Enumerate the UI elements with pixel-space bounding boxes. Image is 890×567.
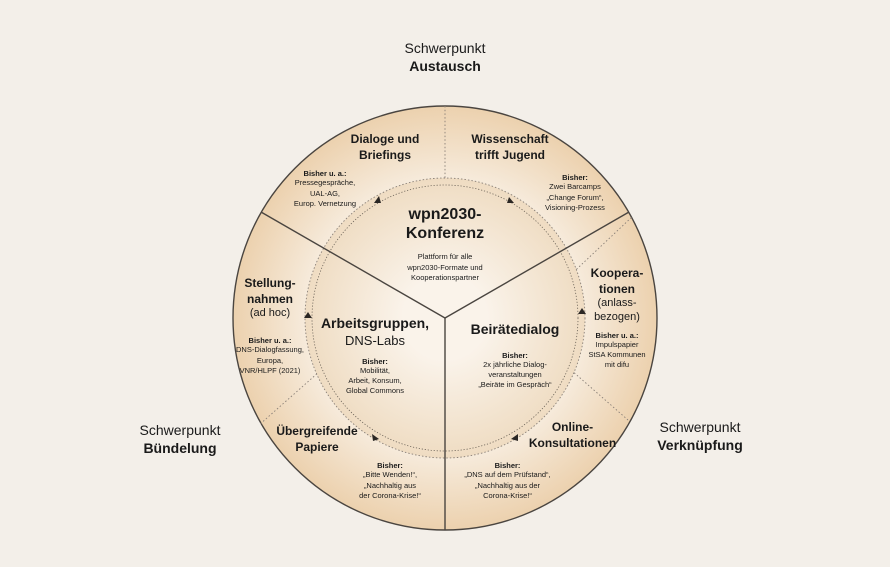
center-desc: Plattform für alle wpn2030-Formate und K… (407, 252, 483, 282)
segment-papiere-details: Bisher: „Bitte Wenden!“, „Nachhaltig aus… (340, 461, 440, 501)
kooperationen-title: Koopera- tionen (590, 266, 644, 296)
inner-arbeitsgruppen: Arbeitsgruppen, DNS-Labs Bisher: Mobilit… (310, 315, 440, 397)
papiere-title: Übergreifende Papiere (276, 424, 358, 454)
wissenschaft-prefix: Bisher: (562, 173, 588, 182)
segment-stellung: Stellung- nahmen (ad hoc) (230, 276, 310, 321)
focus-verknuepfung-name: Verknüpfung (657, 436, 743, 453)
online-items: „DNS auf dem Prüfstand“, „Nachhaltig aus… (464, 470, 551, 500)
arbeitsgruppen-prefix: Bisher: (362, 356, 388, 366)
focus-austausch-name: Austausch (409, 57, 481, 74)
kooperationen-items: Impulspapier StSA Kommunen mit difu (588, 340, 646, 370)
stellung-subtitle: (ad hoc) (249, 307, 291, 320)
focus-verknuepfung: Schwerpunkt Verknüpfung (645, 419, 755, 454)
center-conference: wpn2030- Konferenz Plattform für alle wp… (375, 205, 515, 283)
segment-dialoge-details: Bisher u. a.: Pressegespräche, UAL-AG, E… (275, 169, 375, 209)
center-title: wpn2030- Konferenz (405, 206, 485, 243)
papiere-prefix: Bisher: (377, 461, 403, 470)
online-title: Online- Konsultationen (528, 420, 617, 450)
segment-online-details: Bisher: „DNS auf dem Prüfstand“, „Nachha… (450, 461, 565, 501)
online-prefix: Bisher: (494, 461, 521, 470)
stellung-items: DNS-Dialogfassung, Europa, VNR/HLPF (202… (236, 345, 304, 375)
segment-wissenschaft: Wissenschaft trifft Jugend (455, 132, 565, 163)
wissenschaft-title: Wissenschaft trifft Jugend (471, 132, 549, 162)
segment-wissenschaft-details: Bisher: Zwei Barcamps „Change Forum“, Vi… (525, 173, 625, 213)
focus-austausch: Schwerpunkt Austausch (395, 40, 495, 75)
kooperationen-prefix: Bisher u. a.: (595, 330, 639, 340)
kooperationen-subtitle: (anlass- bezogen) (594, 297, 640, 323)
arrow-icons (304, 196, 586, 441)
segment-online: Online- Konsultationen (515, 420, 630, 451)
segment-stellung-details: Bisher u. a.: DNS-Dialogfassung, Europa,… (225, 336, 315, 376)
focus-buendelung-name: Bündelung (143, 439, 217, 456)
wissenschaft-items: Zwei Barcamps „Change Forum“, Visioning-… (545, 182, 605, 212)
dialoge-prefix: Bisher u. a.: (303, 169, 347, 178)
focus-verknuepfung-pre: Schwerpunkt (659, 419, 741, 435)
stellung-title: Stellung- nahmen (244, 276, 296, 306)
arbeitsgruppen-items: Mobilität, Arbeit, Konsum, Global Common… (346, 366, 404, 396)
stellung-prefix: Bisher u. a.: (248, 336, 292, 345)
dialoge-title: Dialoge und Briefings (350, 132, 420, 162)
beiraetedialog-prefix: Bisher: (502, 350, 528, 360)
beiraetedialog-items: 2x jährliche Dialog- veranstaltungen „Be… (478, 359, 552, 390)
main-dividers (260, 211, 630, 530)
dialoge-items: Pressegespräche, UAL-AG, Europ. Vernetzu… (293, 178, 357, 208)
beiraetedialog-title: Beirätedialog (470, 321, 560, 337)
arbeitsgruppen-title: Arbeitsgruppen, (320, 315, 430, 331)
inner-beiraetedialog: Beirätedialog Bisher: 2x jährliche Dialo… (450, 321, 580, 390)
focus-buendelung-pre: Schwerpunkt (139, 422, 221, 438)
segment-kooperationen: Koopera- tionen (anlass- bezogen) Bisher… (577, 266, 657, 370)
segment-papiere: Übergreifende Papiere (262, 424, 372, 455)
segment-dialoge: Dialoge und Briefings (335, 132, 435, 163)
focus-austausch-pre: Schwerpunkt (404, 40, 486, 56)
focus-buendelung: Schwerpunkt Bündelung (125, 422, 235, 457)
papiere-items: „Bitte Wenden!“, „Nachhaltig aus der Cor… (359, 470, 421, 500)
arbeitsgruppen-subtitle: DNS-Labs (345, 332, 405, 348)
